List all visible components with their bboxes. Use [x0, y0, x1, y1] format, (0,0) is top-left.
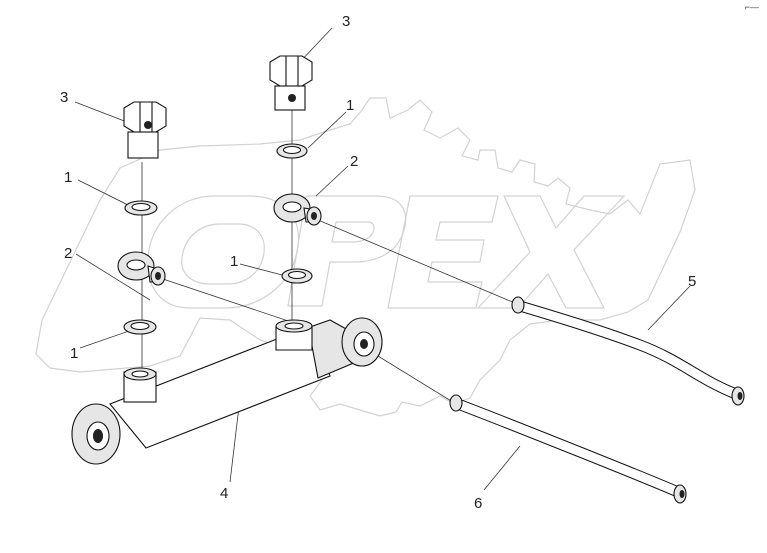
- callout-4: 4: [220, 485, 228, 502]
- callout-1c: 1: [64, 169, 72, 186]
- watermark-logo: [35, 97, 696, 417]
- corner-mark: ⌐—: [744, 2, 759, 12]
- hose-lower: [449, 394, 687, 504]
- callout-3b: 3: [60, 89, 68, 106]
- hydraulic-cylinder: [71, 317, 383, 465]
- washer-4: [123, 319, 157, 335]
- banjo-bolt-left: [123, 101, 167, 159]
- callout-1b: 1: [346, 97, 354, 114]
- banjo-fitting-right: [273, 193, 322, 226]
- washer-3: [281, 268, 313, 284]
- callout-5: 5: [688, 273, 696, 290]
- banjo-bolt-right: [269, 55, 313, 111]
- hose-upper: [511, 296, 745, 406]
- callout-labels: 3 3 1 2 1 2 1 1 4 5 6: [60, 13, 696, 512]
- washer-1: [124, 200, 158, 216]
- washer-2: [276, 143, 308, 159]
- callout-1d: 1: [230, 253, 238, 270]
- callout-1a: 3: [342, 13, 350, 30]
- callout-1e: 1: [70, 345, 78, 362]
- callout-2b: 2: [64, 245, 72, 262]
- callout-2a: 2: [350, 153, 358, 170]
- banjo-fitting-left: [117, 251, 166, 286]
- callout-6: 6: [474, 495, 482, 512]
